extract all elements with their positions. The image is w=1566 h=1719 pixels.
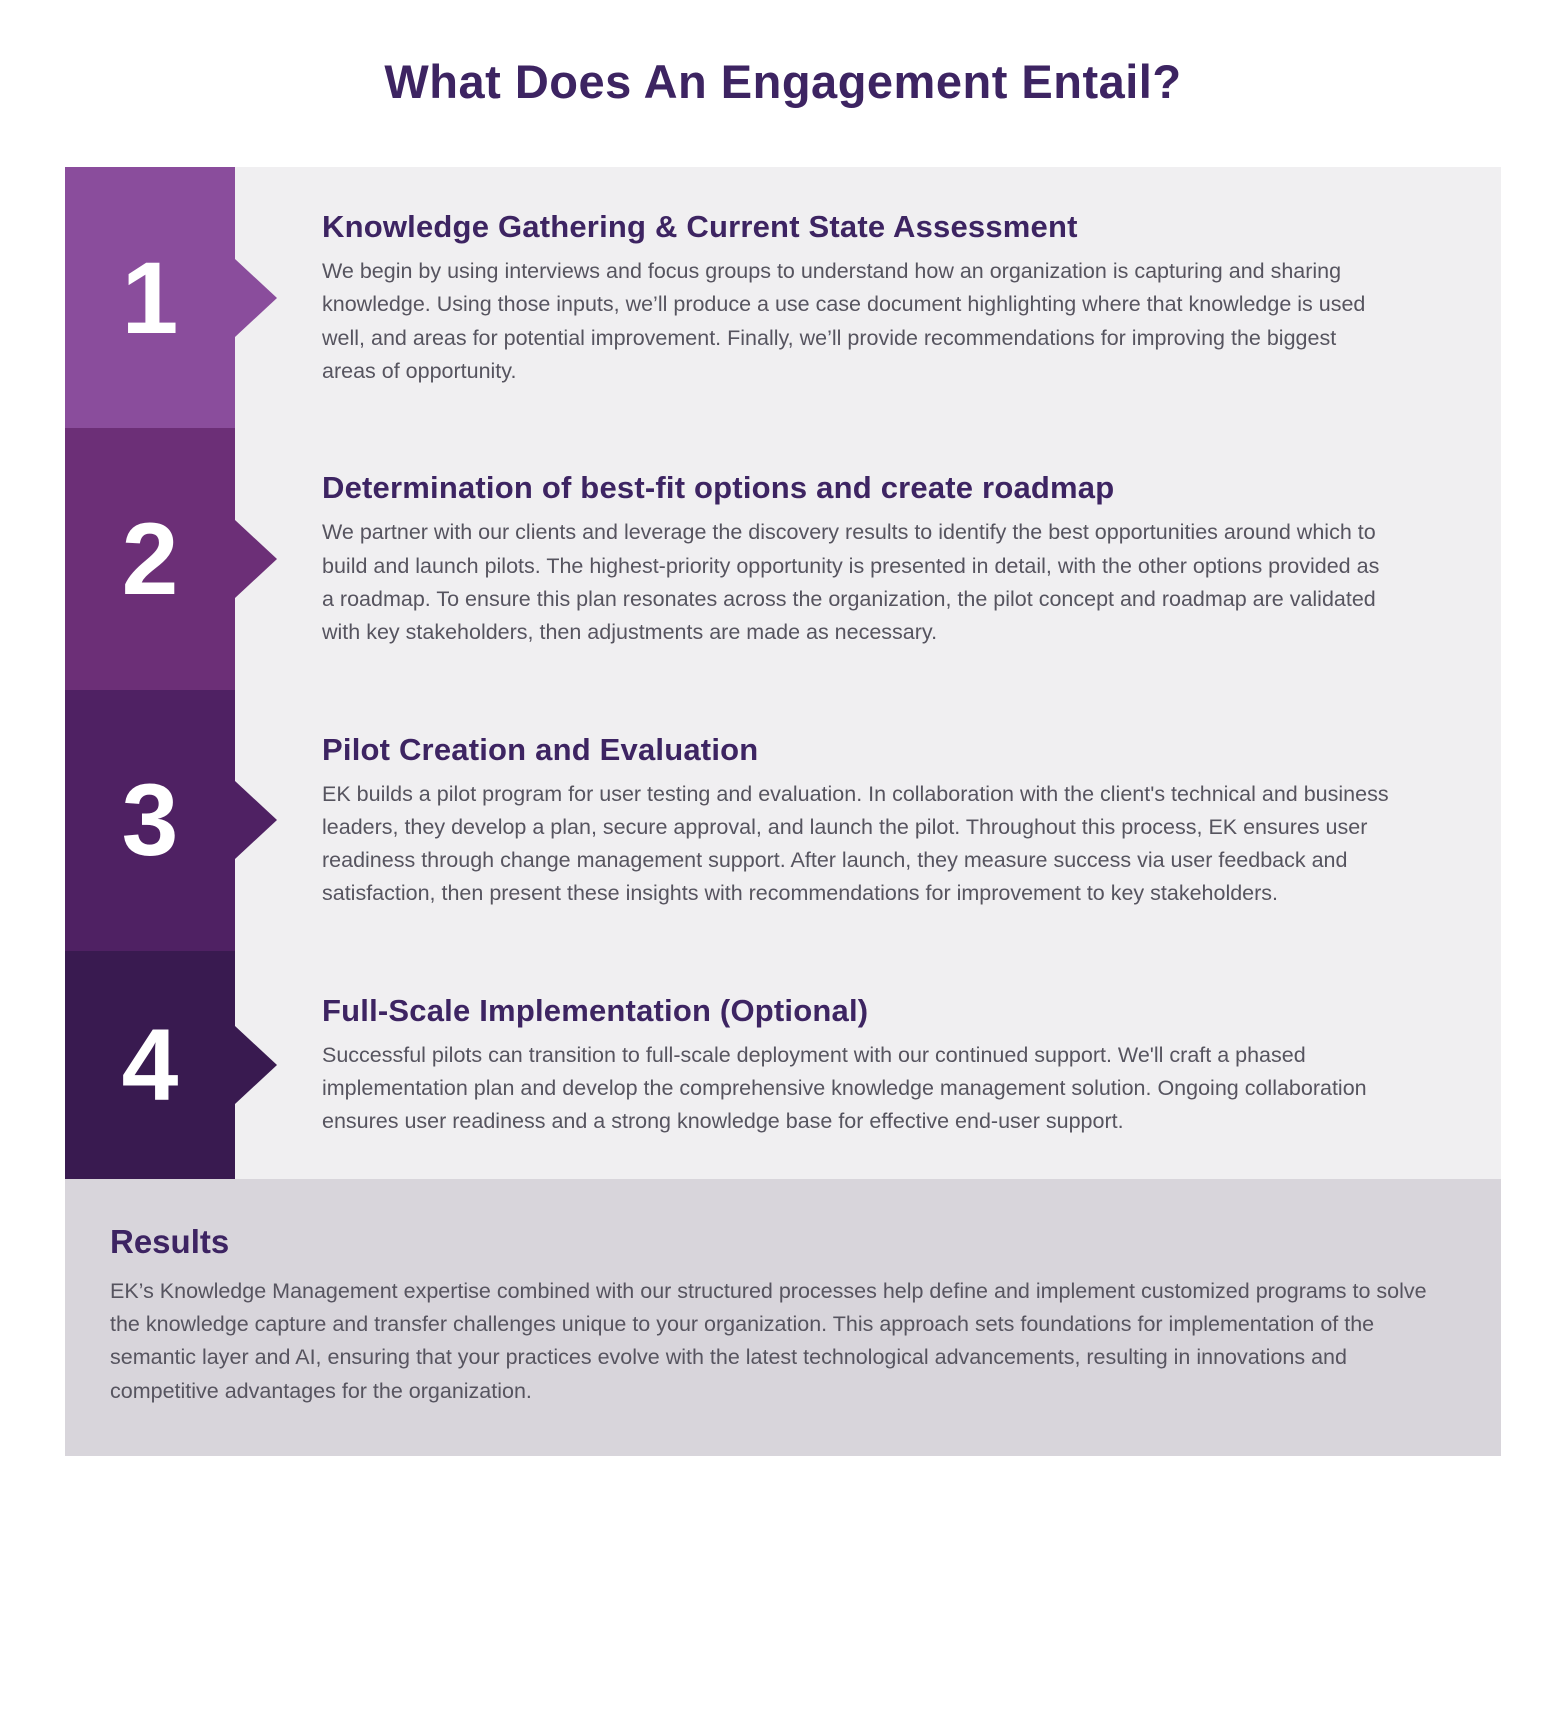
step-number: 4 — [121, 1007, 179, 1122]
step-description: We begin by using interviews and focus g… — [322, 259, 1366, 383]
step-arrow-icon — [235, 258, 277, 337]
results-description: EK’s Knowledge Management expertise comb… — [110, 1278, 1427, 1403]
step-number-block: 2 — [65, 428, 277, 690]
step-arrow-icon — [235, 781, 277, 860]
page-title: What Does An Engagement Entail? — [384, 55, 1182, 108]
step-number-block: 1 — [65, 167, 277, 429]
step-number-block: 3 — [65, 689, 277, 951]
step-heading: Pilot Creation and Evaluation — [322, 731, 759, 767]
step-number: 3 — [121, 763, 179, 878]
step-content: Determination of best-fit options and cr… — [235, 428, 1501, 689]
step-description: Successful pilots can transition to full… — [322, 1042, 1367, 1134]
step-description: EK builds a pilot program for user testi… — [322, 781, 1389, 906]
step-heading: Knowledge Gathering & Current State Asse… — [322, 209, 1078, 244]
step-content: Pilot Creation and Evaluation EK builds … — [235, 690, 1501, 951]
results-heading: Results — [110, 1222, 230, 1260]
step-content: Full-Scale Implementation (Optional) Suc… — [235, 951, 1501, 1179]
step-heading: Full-Scale Implementation (Optional) — [322, 992, 869, 1028]
step-content: Knowledge Gathering & Current State Asse… — [235, 167, 1501, 428]
step-row: 4 Full-Scale Implementation (Optional) S… — [65, 950, 1501, 1179]
step-row: 1 Knowledge Gathering & Current State As… — [65, 167, 1501, 429]
step-row: 3 Pilot Creation and Evaluation EK build… — [65, 689, 1501, 951]
steps-section: 1 Knowledge Gathering & Current State As… — [65, 167, 1501, 1179]
step-row: 2 Determination of best-fit options and … — [65, 428, 1501, 690]
results-section: Results EK’s Knowledge Management expert… — [65, 1178, 1501, 1456]
step-number-block: 4 — [65, 950, 277, 1179]
step-arrow-icon — [235, 1025, 277, 1104]
step-arrow-icon — [235, 519, 277, 598]
step-number: 2 — [121, 501, 179, 616]
step-heading: Determination of best-fit options and cr… — [322, 470, 1115, 506]
step-number: 1 — [121, 240, 179, 355]
step-description: We partner with our clients and leverage… — [322, 520, 1380, 645]
